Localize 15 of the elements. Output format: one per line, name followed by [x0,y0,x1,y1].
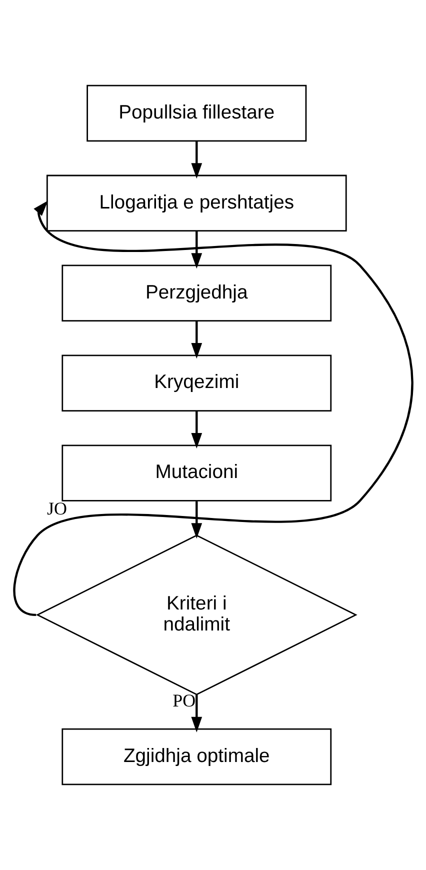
arrow [191,141,202,179]
arrow [191,321,202,359]
node-box: Kryqezimi [62,354,332,412]
arrow [191,231,202,269]
node-diamond: Kriteri i ndalimit [36,534,358,696]
node-box: Mutacioni [62,444,332,502]
arrow [191,501,202,539]
node-box: Zgjidhja optimale [62,728,332,786]
arrow [191,411,202,449]
arrow [191,694,202,732]
node-box: Perzgjedhja [62,264,332,322]
node-box: Llogaritja e pershtatjes [46,174,347,232]
node-box: Popullsia fillestare [86,84,307,142]
arrow [14,200,414,616]
edge-label: JO [46,498,67,519]
